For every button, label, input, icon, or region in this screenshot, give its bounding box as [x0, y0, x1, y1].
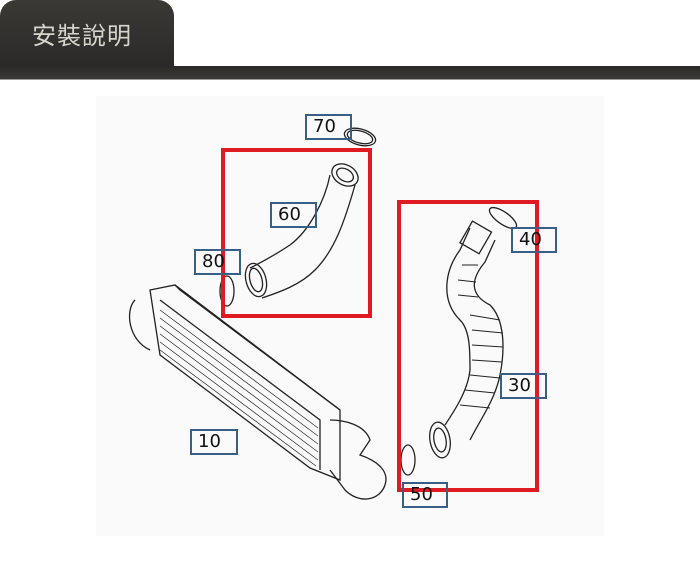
charge-air-hose-60 — [244, 163, 359, 299]
seal-50 — [400, 444, 416, 476]
header-bar — [0, 66, 700, 80]
part-label-70: 70 — [305, 114, 352, 140]
highlight-box-hose-60 — [221, 148, 372, 318]
intercooler-10 — [128, 284, 387, 500]
highlight-box-hose-30 — [397, 200, 539, 492]
charge-air-hose-30 — [429, 220, 504, 459]
tab-label: 安裝說明 — [32, 22, 132, 50]
part-label-60: 60 — [270, 202, 317, 228]
part-label-30: 30 — [500, 373, 547, 399]
part-label-10: 10 — [190, 429, 238, 455]
installation-instructions-tab[interactable]: 安裝說明 — [0, 0, 174, 70]
part-label-40: 40 — [511, 227, 557, 253]
part-label-80: 80 — [194, 249, 241, 275]
seal-70 — [343, 127, 377, 147]
part-label-50: 50 — [402, 482, 448, 508]
seal-80 — [219, 275, 235, 307]
